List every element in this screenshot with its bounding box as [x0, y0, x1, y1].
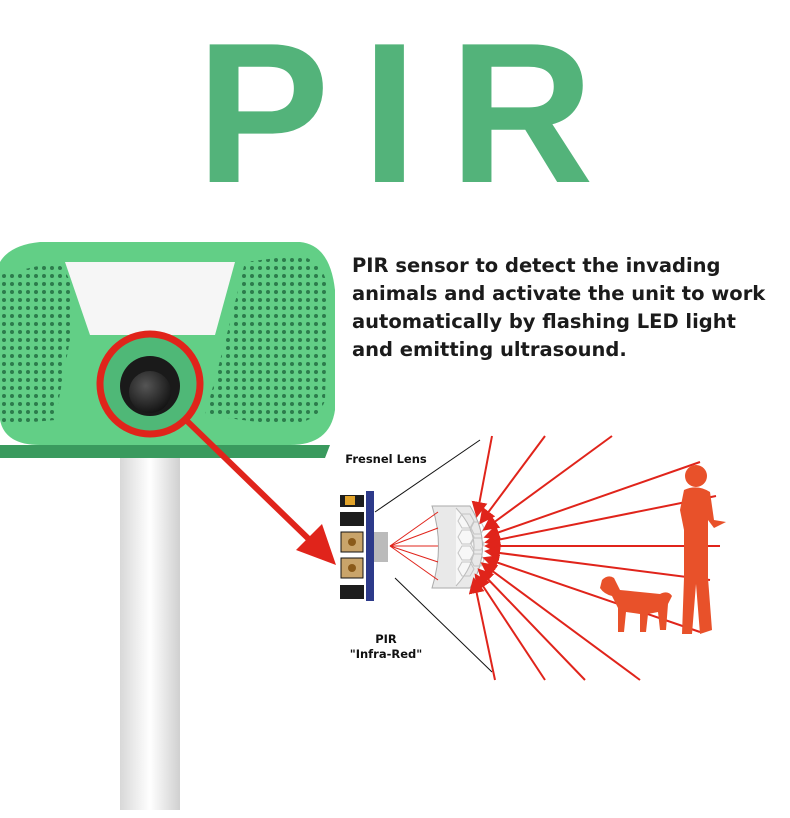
dog-silhouette-icon — [600, 576, 672, 632]
infrared-rays — [468, 435, 720, 681]
pir-sensor-module-icon — [340, 491, 388, 601]
fresnel-lens-label: Fresnel Lens — [345, 452, 427, 466]
pointer-arrowhead — [296, 524, 336, 565]
pointer-arrow — [183, 417, 321, 551]
repeller-device-icon — [0, 242, 335, 458]
person-silhouette-icon — [680, 465, 726, 634]
device-pole — [120, 440, 180, 810]
description-text: PIR sensor to detect the invading animal… — [352, 254, 766, 361]
fresnel-lens-icon — [431, 505, 485, 589]
pir-label: PIR — [375, 632, 397, 646]
page-title: PIR — [196, 2, 626, 225]
focus-rays — [389, 511, 439, 581]
infra-red-label: "Infra-Red" — [349, 647, 423, 661]
